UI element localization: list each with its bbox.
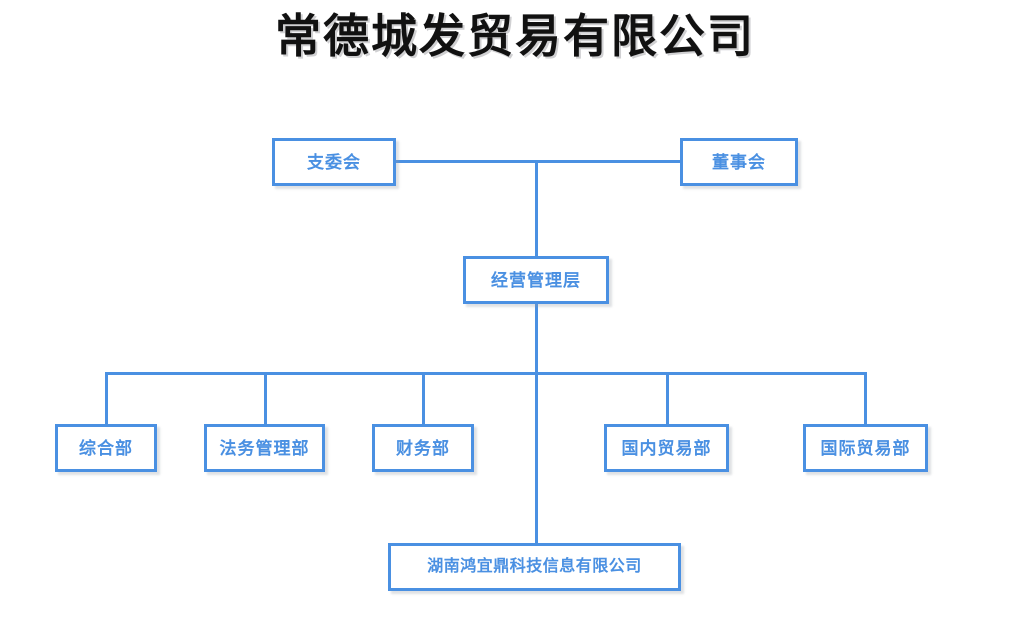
node-label-management: 经营管理层 [491, 270, 581, 290]
node-domestic-trade[interactable]: 国内贸易部 [604, 424, 729, 472]
node-label-domestic-trade: 国内贸易部 [621, 438, 712, 458]
node-party-committee[interactable]: 支委会 [272, 138, 396, 186]
node-label-international-trade: 国际贸易部 [820, 438, 911, 458]
node-general-affairs[interactable]: 综合部 [55, 424, 157, 472]
node-label-finance: 财务部 [396, 438, 450, 458]
node-board-of-directors[interactable]: 董事会 [680, 138, 798, 186]
connector-department-bus [105, 372, 867, 375]
node-label-subsidiary: 湖南鸿宜鼎科技信息有限公司 [427, 558, 642, 575]
node-label-board-of-directors: 董事会 [712, 152, 766, 172]
connector-drop-general-affairs [105, 372, 108, 426]
connector-party-to-board [395, 160, 683, 163]
connector-drop-domestic-trade [666, 372, 669, 426]
node-management[interactable]: 经营管理层 [463, 256, 609, 304]
node-label-general-affairs: 综合部 [79, 438, 133, 458]
node-finance[interactable]: 财务部 [372, 424, 474, 472]
connector-management-trunk [535, 302, 538, 546]
node-label-legal-affairs: 法务管理部 [219, 438, 310, 458]
page-title: 常德城发贸易有限公司 [275, 11, 755, 62]
node-international-trade[interactable]: 国际贸易部 [803, 424, 928, 472]
node-subsidiary[interactable]: 湖南鸿宜鼎科技信息有限公司 [388, 543, 681, 591]
connector-drop-legal-affairs [264, 372, 267, 426]
node-label-party-committee: 支委会 [307, 152, 361, 172]
connector-drop-finance [422, 372, 425, 426]
connector-board-to-management [535, 160, 538, 259]
node-legal-affairs[interactable]: 法务管理部 [204, 424, 325, 472]
connector-drop-international-trade [864, 372, 867, 426]
